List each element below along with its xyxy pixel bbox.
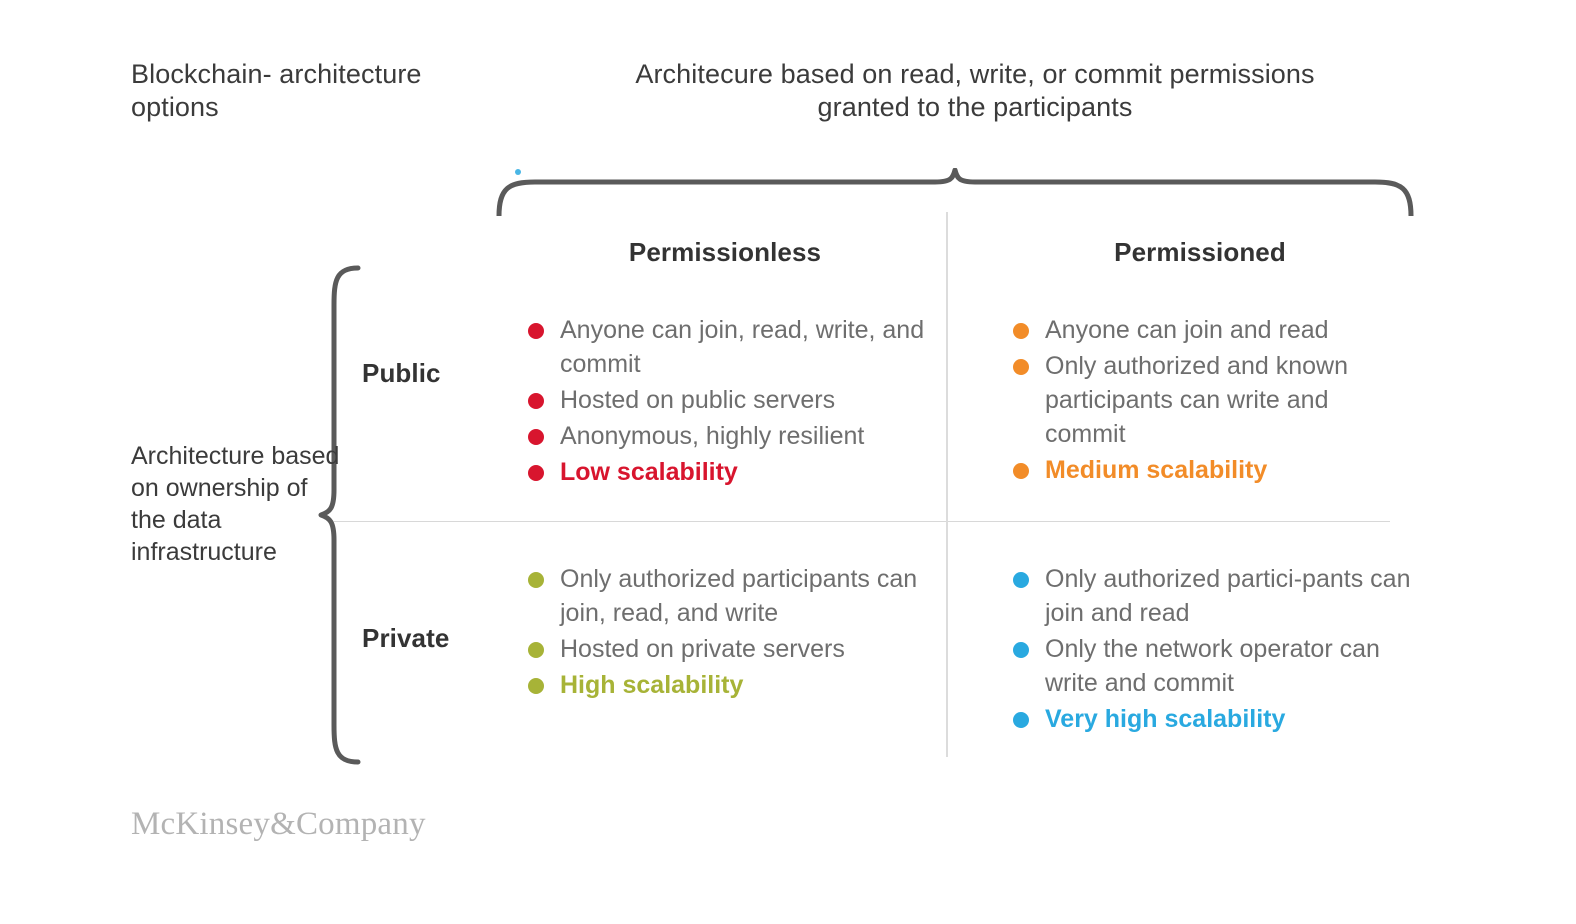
bullet-text: High scalability [560,671,744,699]
cell-private-permissionless: Only authorized participants can join, r… [528,562,928,704]
horizontal-divider [334,521,1390,522]
bullet-text: Very high scalability [1045,705,1286,733]
bullet-dot-icon [528,465,544,481]
bullet-text: Anyone can join, read, write, and commit [560,316,925,378]
bullet-dot-icon [1013,359,1029,375]
bullet-text: Only authorized and known participants c… [1045,352,1348,448]
bullet-item: Hosted on public servers [528,383,928,417]
bullet-dot-icon [1013,712,1029,728]
bullet-text: Only the network operator can write and … [1045,635,1380,697]
bullet-dot-icon [528,393,544,409]
bullet-text: Only authorized participants can join, r… [560,565,918,627]
bullet-dot-icon [1013,642,1029,658]
bullet-text: Anyone can join and read [1045,316,1329,344]
bullet-item: Only authorized and known participants c… [1013,349,1413,451]
bullet-item: Medium scalability [1013,453,1413,487]
column-header-permissionless: Permissionless [628,237,822,267]
row-group-label: Architecture based on ownership of the d… [131,442,340,566]
bullet-item: Low scalability [528,455,928,489]
row-label-private: Private [362,623,450,653]
cell-private-permissioned: Only authorized partici-pants can join a… [1013,562,1413,738]
bullet-dot-icon [1013,572,1029,588]
bullet-text: Anonymous, highly resilient [560,422,865,450]
bullet-item: Anyone can join, read, write, and commit [528,313,928,381]
bullet-dot-icon [528,572,544,588]
bullet-item: Hosted on private servers [528,632,928,666]
bullet-item: Very high scalability [1013,702,1413,736]
bullet-item: Anonymous, highly resilient [528,419,928,453]
bullet-item: Only the network operator can write and … [1013,632,1413,700]
bullet-item: Only authorized partici-pants can join a… [1013,562,1413,630]
column-header-permissioned: Permissioned [1114,237,1286,267]
bullet-item: Anyone can join and read [1013,313,1413,347]
bullet-item: Only authorized participants can join, r… [528,562,928,630]
vertical-divider [946,212,948,757]
mckinsey-logo: McKinsey&Company [131,806,426,842]
bullet-text: Low scalability [560,458,738,486]
bullet-dot-icon [528,642,544,658]
top-brace [495,167,1415,219]
bullet-dot-icon [528,429,544,445]
cell-public-permissionless: Anyone can join, read, write, and commit… [528,313,928,491]
row-label-public: Public [362,358,441,388]
bullet-text: Hosted on public servers [560,386,836,414]
bullet-dot-icon [528,678,544,694]
left-brace [318,265,362,765]
stray-dot-artifact [515,169,521,175]
bullet-text: Only authorized partici-pants can join a… [1045,565,1411,627]
bullet-dot-icon [1013,463,1029,479]
bullet-dot-icon [1013,323,1029,339]
bullet-text: Hosted on private servers [560,635,845,663]
page-title: Blockchain- architecture options [131,59,422,122]
column-group-title: Architecure based on read, write, or com… [635,59,1315,122]
bullet-dot-icon [528,323,544,339]
bullet-item: High scalability [528,668,928,702]
bullet-text: Medium scalability [1045,456,1268,484]
